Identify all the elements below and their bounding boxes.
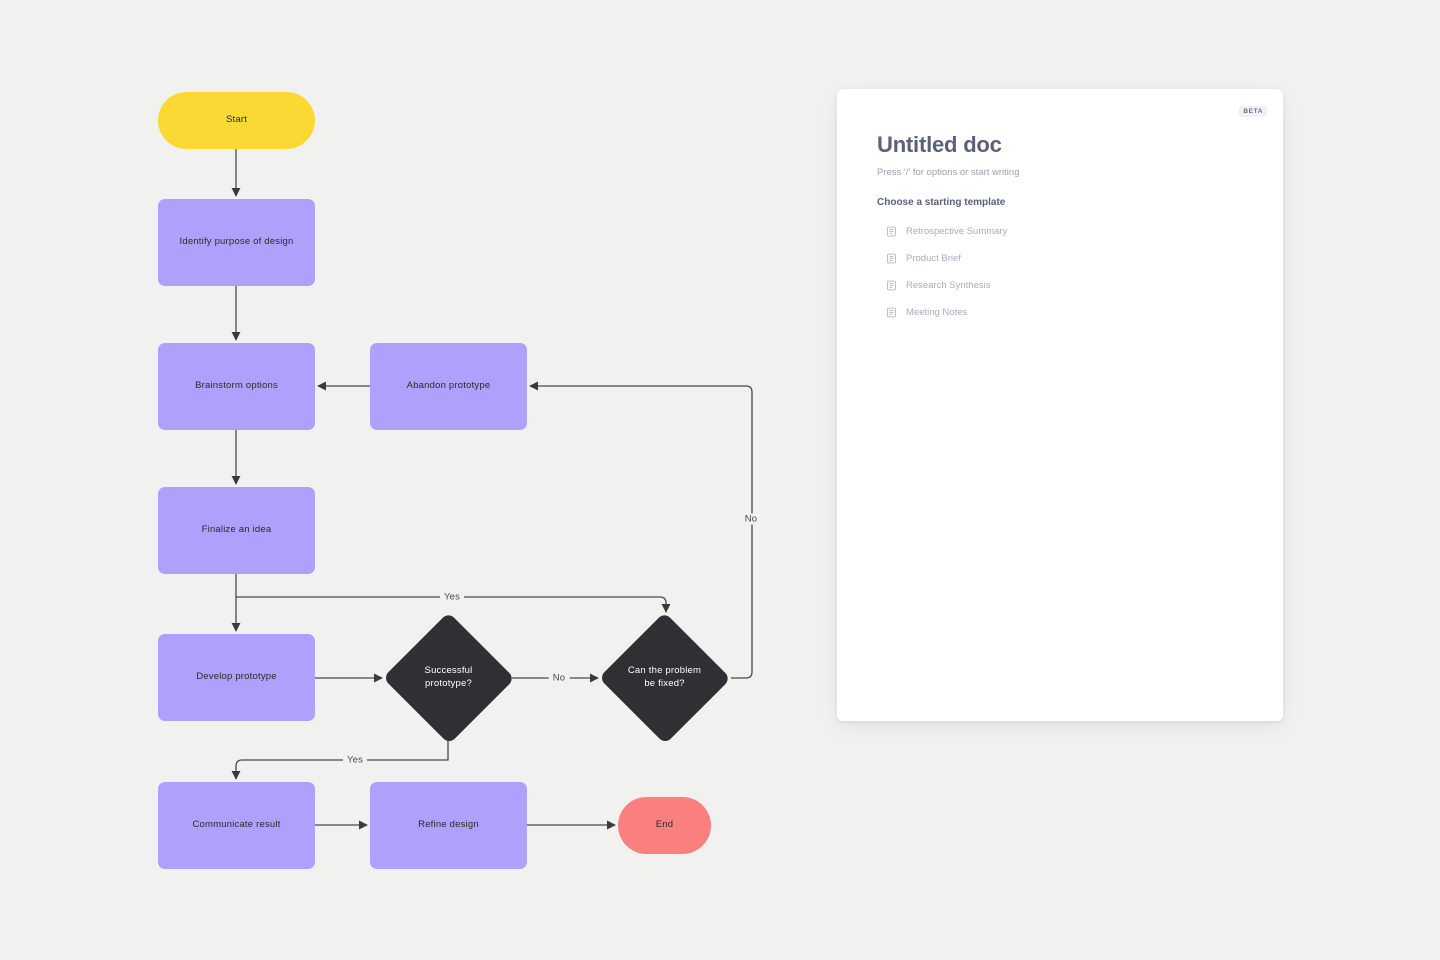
flowchart-node-develop[interactable]: Develop prototype xyxy=(158,634,315,721)
template-item-label: Product Brief xyxy=(906,252,961,264)
flowchart-node-identify[interactable]: Identify purpose of design xyxy=(158,199,315,286)
flowchart-node-refine[interactable]: Refine design xyxy=(370,782,527,869)
document-icon xyxy=(886,253,897,264)
beta-badge: BETA xyxy=(1239,106,1267,117)
document-title[interactable]: Untitled doc xyxy=(877,132,1002,157)
flowchart-node-label: Start xyxy=(225,114,248,126)
flowchart-node-label: Abandon prototype xyxy=(406,380,491,392)
flowchart-node-label: Communicate result xyxy=(192,819,281,831)
template-item-label: Meeting Notes xyxy=(906,306,968,318)
flowchart-node-label: Refine design xyxy=(418,819,479,831)
document-icon xyxy=(886,226,897,237)
flowchart-node-abandon[interactable]: Abandon prototype xyxy=(370,343,527,430)
edge-label-yes-finalize-fixable: Yes xyxy=(439,591,465,603)
template-item-2[interactable]: Research Synthesis xyxy=(877,274,1283,296)
edge-label-yes-successful-comm: Yes xyxy=(342,754,368,766)
flowchart-node-label: Identify purpose of design xyxy=(179,236,294,248)
template-item-label: Retrospective Summary xyxy=(906,225,1008,237)
flowchart-node-label: End xyxy=(655,819,674,831)
flowchart-node-label: Develop prototype xyxy=(196,671,277,683)
edge-label-no-successful-fixable: No xyxy=(548,672,570,684)
flowchart-node-end[interactable]: End xyxy=(618,797,711,854)
document-panel[interactable]: BETA Untitled doc Press '/' for options … xyxy=(837,89,1283,721)
edge-label-no-fixable-abandon: No xyxy=(740,513,762,525)
flowchart-node-finalize[interactable]: Finalize an idea xyxy=(158,487,315,574)
document-hint-text: Press '/' for options or start writing xyxy=(877,167,1020,178)
document-icon xyxy=(886,280,897,291)
starting-template-heading: Choose a starting template xyxy=(877,197,1006,208)
flowchart-node-label: Brainstorm options xyxy=(195,380,278,392)
flowchart-node-communicate[interactable]: Communicate result xyxy=(158,782,315,869)
template-item-3[interactable]: Meeting Notes xyxy=(877,301,1283,323)
document-icon xyxy=(886,307,897,318)
document-body: Untitled doc Press '/' for options or st… xyxy=(837,89,1283,323)
flowchart-node-start[interactable]: Start xyxy=(158,92,315,149)
template-item-0[interactable]: Retrospective Summary xyxy=(877,220,1283,242)
template-item-label: Research Synthesis xyxy=(906,279,991,291)
flowchart-node-label: Finalize an idea xyxy=(201,524,272,536)
flowchart-node-brainstorm[interactable]: Brainstorm options xyxy=(158,343,315,430)
template-item-1[interactable]: Product Brief xyxy=(877,247,1283,269)
